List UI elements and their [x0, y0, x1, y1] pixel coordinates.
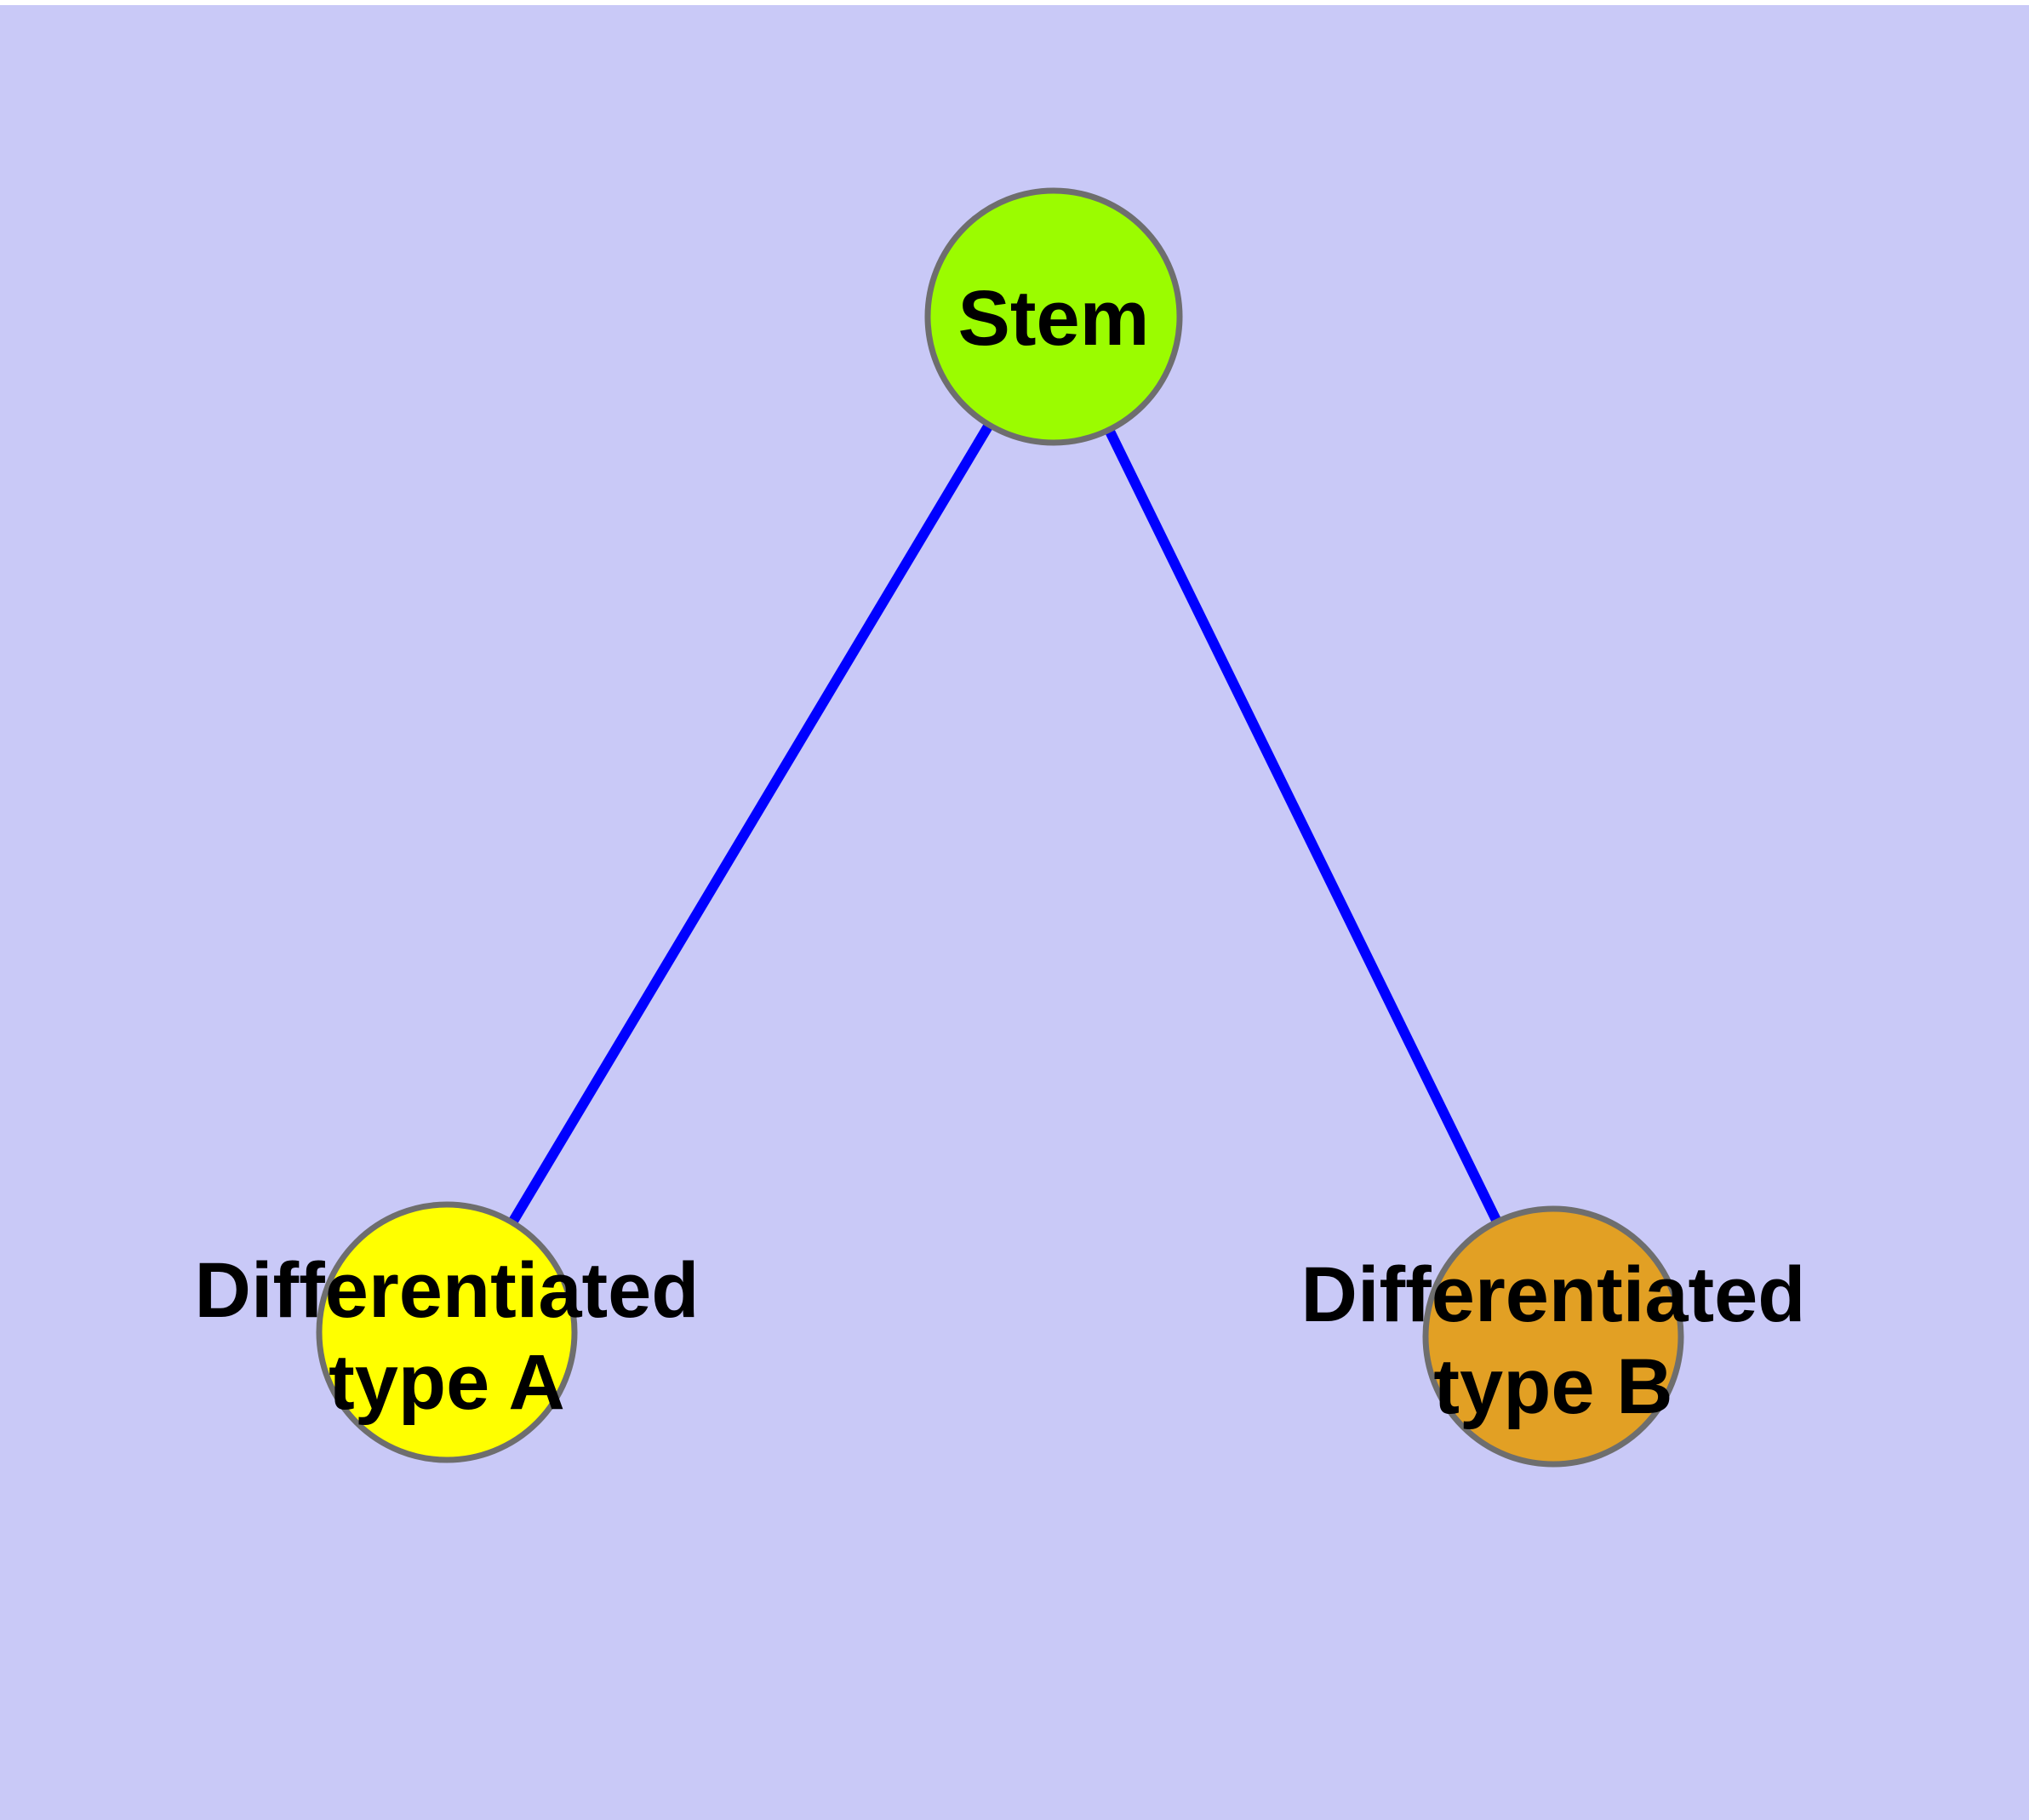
node-type-b-circle — [1422, 1205, 1684, 1468]
node-type-a-label-line2: type A — [329, 1339, 565, 1426]
node-type-a-label-line1: Differentiated — [195, 1247, 700, 1334]
edge-stem-to-type-a — [442, 313, 1059, 1336]
node-stem-label: Stem — [958, 275, 1150, 362]
edge-stem-to-type-b — [1049, 314, 1558, 1339]
node-type-b-label-line2: type B — [1433, 1343, 1672, 1430]
node-type-a-circle — [316, 1201, 578, 1463]
node-type-b-label-line1: Differentiated — [1301, 1251, 1806, 1338]
node-stem-circle — [924, 187, 1183, 446]
